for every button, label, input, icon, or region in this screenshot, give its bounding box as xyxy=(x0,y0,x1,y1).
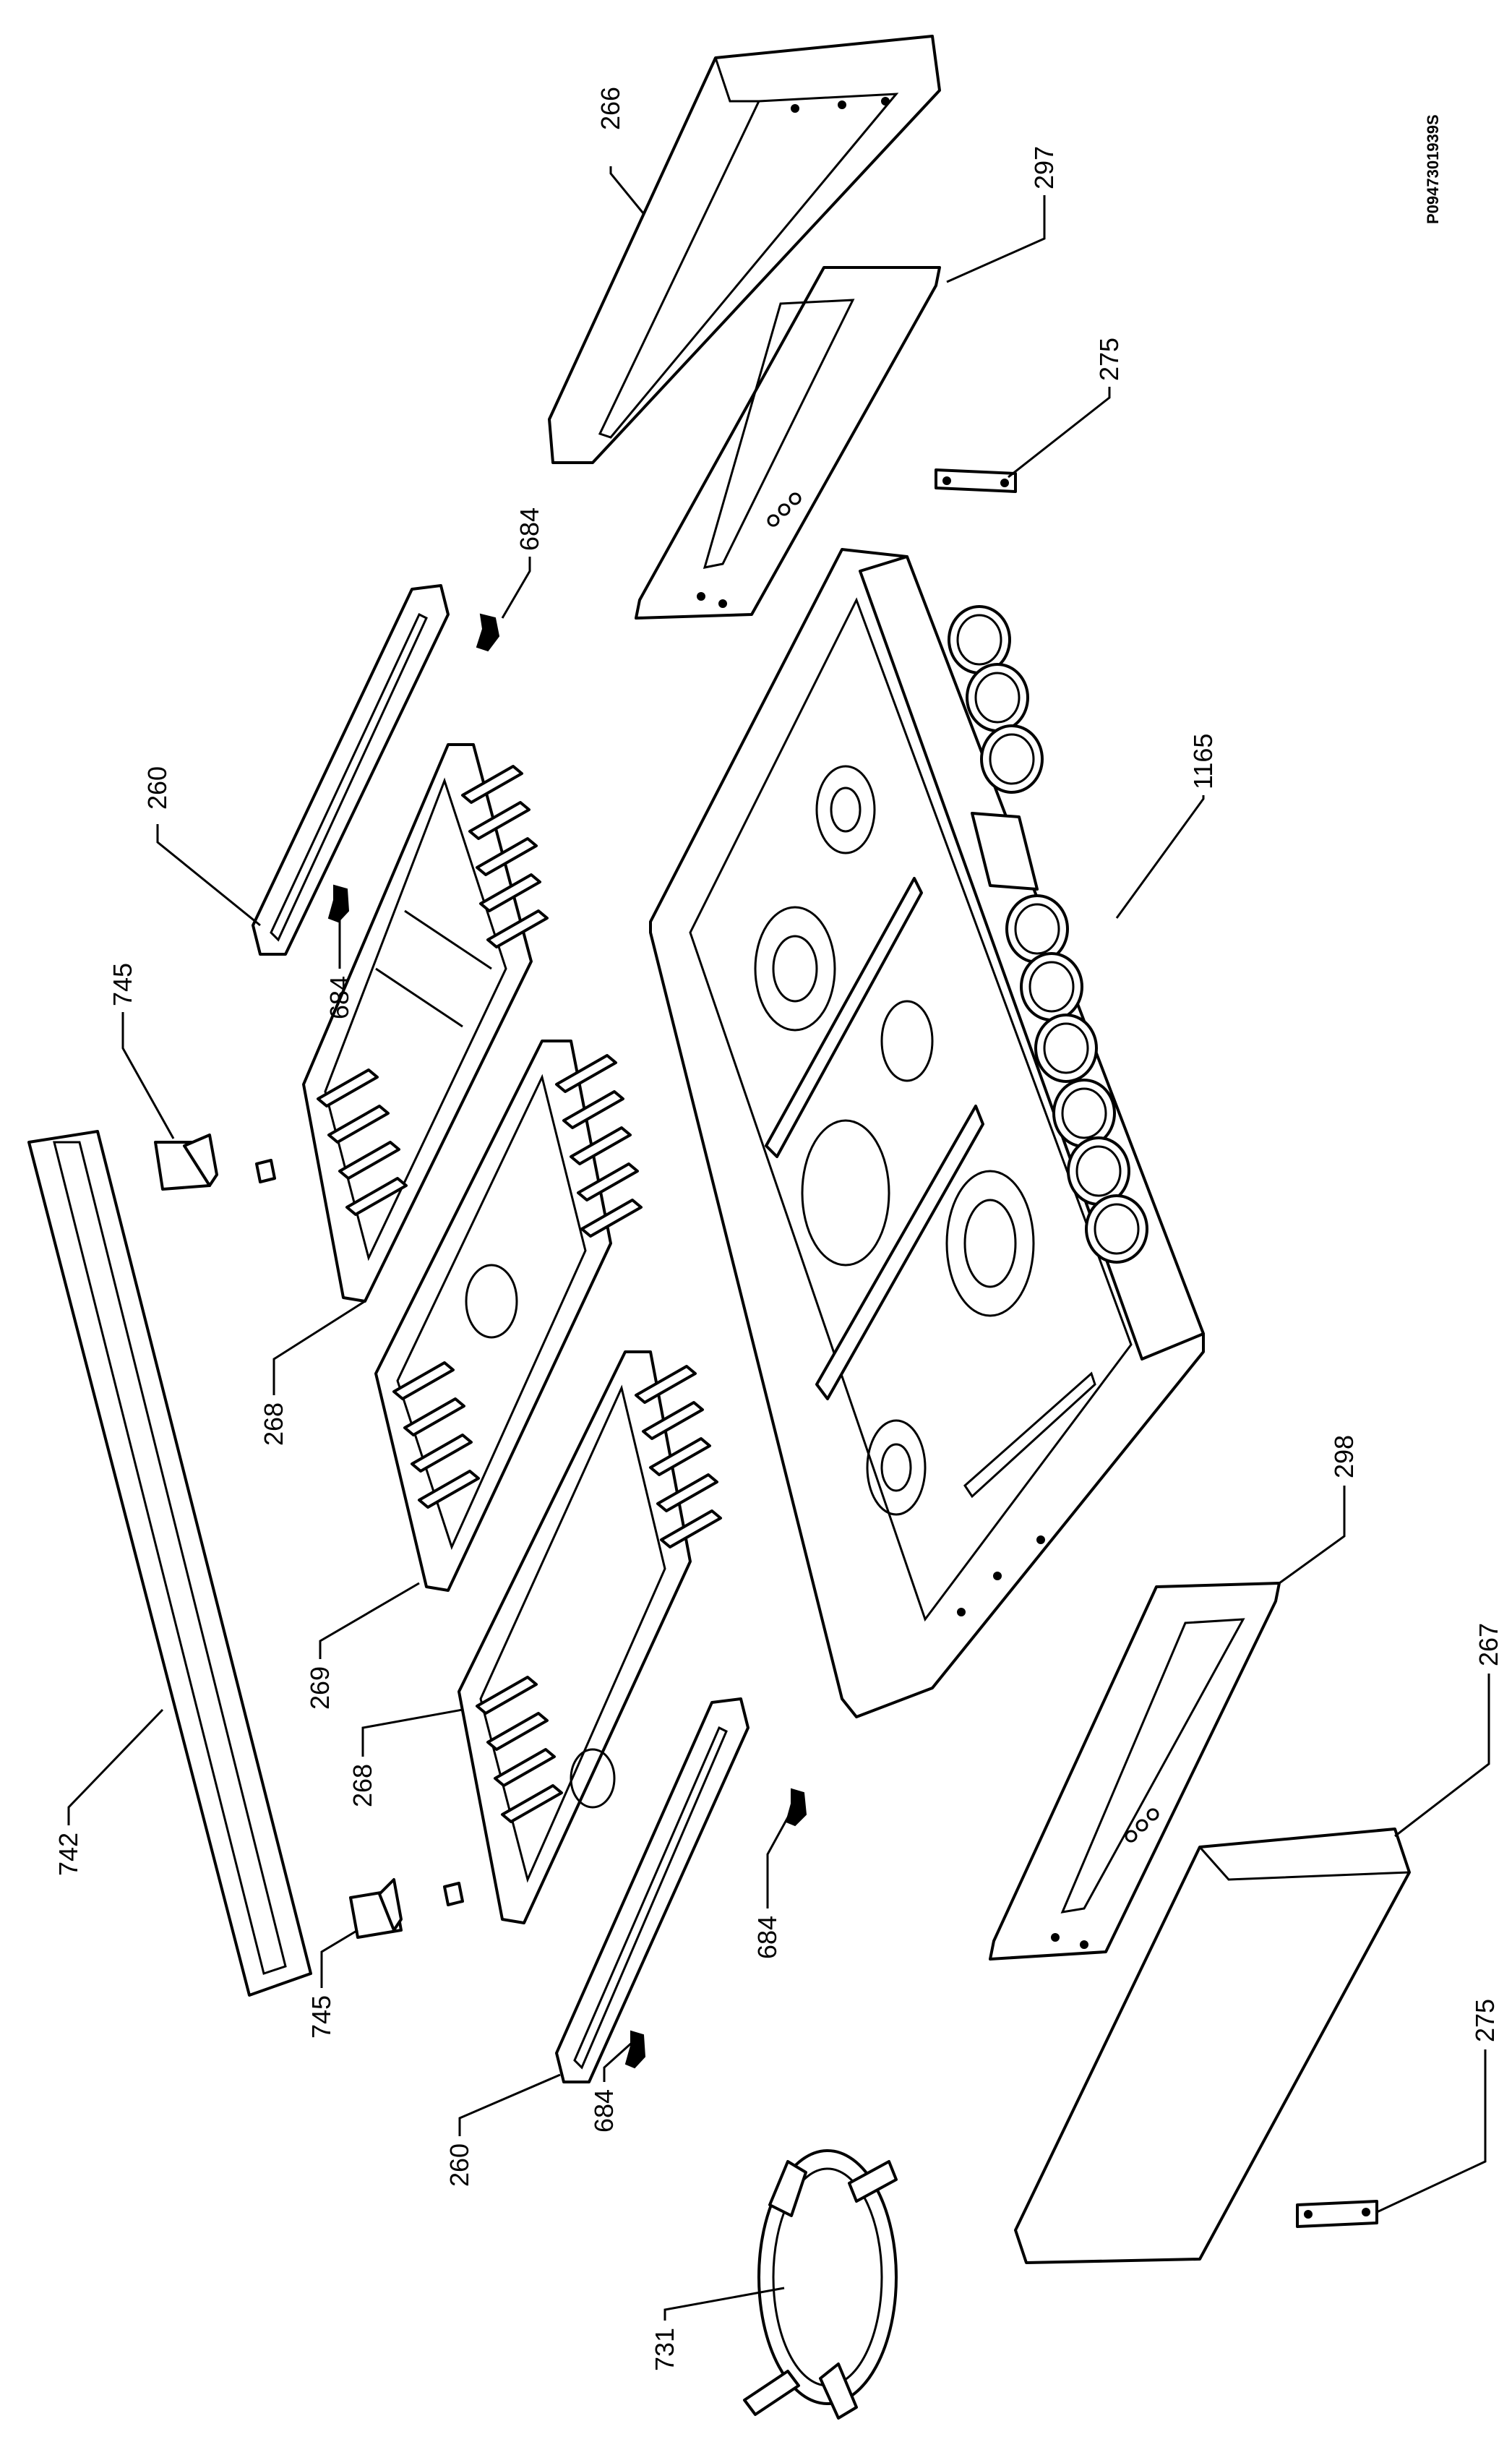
callout-1165: 1165 xyxy=(1188,734,1218,789)
part-684-clip-mid xyxy=(327,884,350,923)
part-684-clip-bottom xyxy=(624,2030,646,2069)
callout-267: 267 xyxy=(1474,1623,1503,1666)
part-731-wok-ring xyxy=(743,2149,898,2420)
part-260-side-rail-bottom xyxy=(555,1697,749,2083)
part-268-grate-bottom xyxy=(458,1350,722,1924)
part-266-back-trim xyxy=(548,35,941,464)
callout-684-top: 684 xyxy=(515,507,544,551)
callout-260-top: 260 xyxy=(142,766,172,810)
callout-268-bottom: 268 xyxy=(348,1764,377,1807)
part-275-small-bracket-bottom xyxy=(1296,2200,1378,2228)
callout-742: 742 xyxy=(53,1833,83,1876)
part-267-front-panel xyxy=(1014,1828,1411,2264)
callout-labels: 266 297 275 684 260 684 1165 745 268 269… xyxy=(53,87,1503,2371)
part-260-side-rail-top xyxy=(252,584,450,956)
callout-297: 297 xyxy=(1029,146,1059,189)
callout-269: 269 xyxy=(305,1666,335,1710)
part-684-clip-top xyxy=(476,613,500,652)
callout-684-bottom: 684 xyxy=(589,2089,619,2133)
part-269-grate-middle xyxy=(374,1040,643,1592)
part-745-bracket-bottom xyxy=(349,1878,464,1939)
callout-684-low: 684 xyxy=(752,1916,782,1959)
part-745-bracket-top xyxy=(154,1134,276,1191)
leader-lines xyxy=(67,166,1490,2321)
callout-275-top: 275 xyxy=(1094,338,1124,381)
callout-268-top: 268 xyxy=(259,1402,288,1446)
document-id: P0947301939S xyxy=(1424,114,1442,224)
part-684-clip-low xyxy=(785,1788,807,1827)
callout-745-top: 745 xyxy=(108,963,137,1006)
callout-684-mid: 684 xyxy=(325,976,354,1019)
callout-745-bottom: 745 xyxy=(306,1995,336,2039)
callout-731: 731 xyxy=(650,2328,679,2371)
callout-260-bottom: 260 xyxy=(444,2143,474,2187)
callout-266: 266 xyxy=(596,87,625,130)
part-1165-cooktop-body xyxy=(649,548,1205,1718)
part-275-small-bracket-top xyxy=(935,468,1017,493)
part-742-front-trim xyxy=(27,1130,312,1997)
callout-275-bottom: 275 xyxy=(1470,1999,1500,2042)
part-297-rear-bracket xyxy=(635,266,941,620)
callout-298: 298 xyxy=(1329,1435,1359,1478)
